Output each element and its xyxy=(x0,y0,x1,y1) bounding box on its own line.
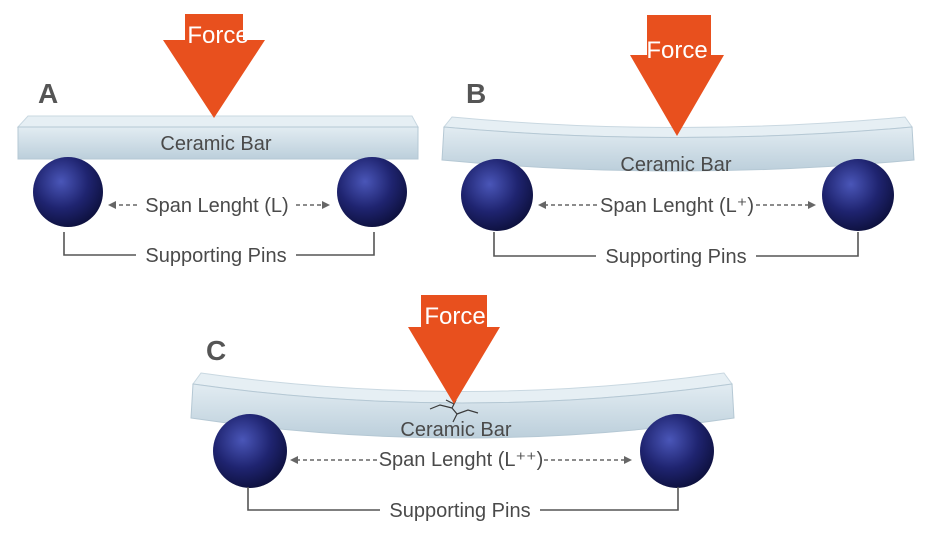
panel-a-bar-label: Ceramic Bar xyxy=(160,133,271,155)
panel-a-span-label: Span Lenght (L) xyxy=(145,195,288,217)
panel-c-bar-label: Ceramic Bar xyxy=(400,419,511,441)
panel-b-left-pin xyxy=(461,159,533,231)
panel-b-pins-bracket xyxy=(493,232,859,257)
panel-a-pins-label: Supporting Pins xyxy=(145,245,286,267)
panel-a-left-pin xyxy=(33,157,103,227)
panel-a-right-pin xyxy=(337,157,407,227)
panel-b-span-label: Span Lenght (L⁺) xyxy=(600,195,754,217)
panel-b-letter: B xyxy=(466,78,486,109)
panel-c-force-arrow xyxy=(408,295,500,404)
panel-c-pins-bracket xyxy=(247,487,679,511)
panel-c-ceramic-bar xyxy=(190,372,735,439)
panel-b-ceramic-bar xyxy=(441,116,915,172)
panel-b: B Ceramic Bar Force Span Lenght (L⁺) Sup… xyxy=(441,15,915,268)
panel-b-pins-label: Supporting Pins xyxy=(605,246,746,268)
panel-b-right-pin xyxy=(822,159,894,231)
panel-a-force-arrow xyxy=(163,14,265,118)
panel-c-pins-label: Supporting Pins xyxy=(389,500,530,522)
panel-a-letter: A xyxy=(38,78,58,109)
panel-c-letter: C xyxy=(206,335,226,366)
panel-a-ceramic-bar xyxy=(16,115,419,160)
panel-a-force-label: Force xyxy=(187,22,248,49)
panel-b-bar-label: Ceramic Bar xyxy=(620,154,731,176)
panel-c-left-pin xyxy=(213,414,287,488)
panel-c-span-arrow xyxy=(290,456,632,464)
panel-c-right-pin xyxy=(640,414,714,488)
panel-b-force-label: Force xyxy=(646,37,707,64)
panel-a: A Ceramic Bar Force Span Lenght (L) Supp… xyxy=(16,14,419,267)
panel-c-span-label: Span Lenght (L⁺⁺) xyxy=(379,449,544,471)
panel-c: C Ceramic Bar Force Span Lengh xyxy=(190,295,735,522)
panel-a-span-arrow xyxy=(108,201,330,209)
panel-b-force-arrow xyxy=(630,15,724,136)
panel-c-force-label: Force xyxy=(424,303,485,330)
panel-a-pins-bracket xyxy=(63,232,375,256)
panel-b-span-arrow xyxy=(538,201,816,209)
